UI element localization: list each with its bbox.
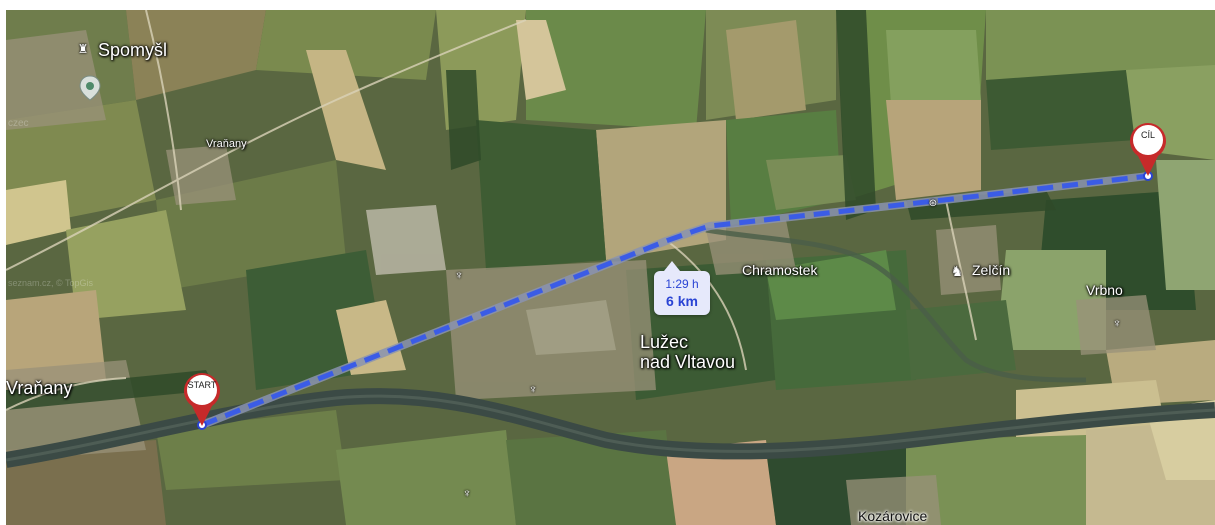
end-marker[interactable]: CÍL [1124, 118, 1172, 178]
church-icon[interactable]: ♆ [454, 268, 464, 282]
route-line [201, 173, 1149, 428]
start-marker[interactable]: START [178, 368, 226, 428]
church-icon[interactable]: ♆ [528, 382, 538, 396]
place-label-luzec-line2: nad Vltavou [640, 352, 736, 372]
church-icon[interactable]: ♆ [1112, 316, 1122, 330]
end-marker-label: CÍL [1140, 130, 1155, 140]
route-overlay [197, 171, 1153, 430]
copyright-text: seznam.cz, © TopGis [8, 278, 93, 288]
church-icon[interactable]: ♆ [462, 486, 472, 500]
start-marker-label: START [187, 380, 217, 390]
route-distance: 6 km [666, 293, 698, 309]
map-pin-icon [184, 373, 220, 426]
place-label-zelcin[interactable]: Zelčín [972, 262, 1011, 278]
satellite-imagery [6, 10, 1215, 525]
place-label-kozarovice[interactable]: Kozárovice [858, 508, 928, 524]
place-label-chramostek[interactable]: Chramostek [742, 262, 818, 278]
place-label-luzec[interactable]: Lužec nad Vltavou [640, 332, 735, 372]
route-info-bubble[interactable]: 1:29 h 6 km [654, 261, 710, 315]
place-label-vrbno[interactable]: Vrbno [1086, 282, 1123, 298]
watermark-text: czec [8, 118, 29, 129]
place-label-vranany-small[interactable]: Vraňany [206, 138, 247, 150]
place-label-luzec-line1: Lužec [640, 332, 689, 352]
built-up-areas [6, 30, 1156, 525]
castle-icon[interactable]: ♜ [77, 42, 89, 56]
map-pin-icon [1130, 123, 1166, 176]
map-canvas[interactable]: czec seznam.cz, © TopGis Spomyšl Vraňany… [6, 10, 1215, 525]
poi-pin-icon[interactable] [78, 74, 102, 102]
place-label-spomysl[interactable]: Spomyšl [98, 40, 168, 60]
monument-icon[interactable]: ♞ [950, 262, 964, 279]
roads [6, 10, 977, 411]
poi-dot-icon[interactable]: ⊛ [928, 197, 938, 209]
route-duration: 1:29 h [665, 277, 699, 291]
place-label-vranany[interactable]: Vraňany [6, 378, 73, 398]
